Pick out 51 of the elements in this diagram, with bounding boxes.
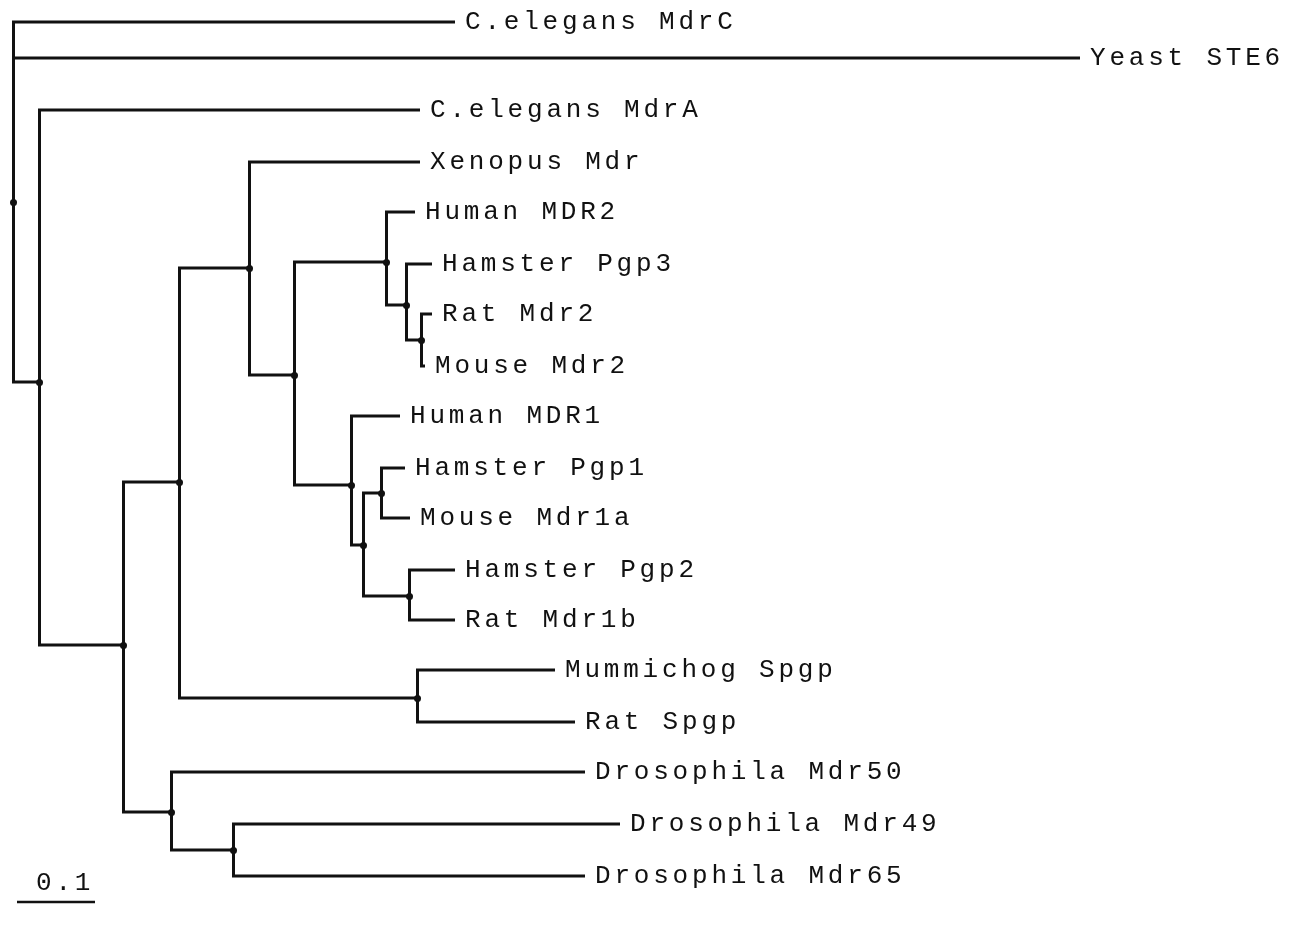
- species-label: Hamster Pgp1: [405, 452, 648, 484]
- tree-branch: [362, 491, 380, 545]
- species-label: Hamster Pgp3: [432, 248, 675, 280]
- tree-branch: [12, 56, 1080, 202]
- branch-point: [348, 481, 355, 489]
- branch-point: [406, 592, 413, 600]
- tree-branch: [170, 770, 585, 812]
- tree-branch: [293, 260, 385, 375]
- branch-point: [291, 371, 298, 379]
- species-label: Mouse Mdr1a: [410, 502, 634, 534]
- species-label: C.elegans MdrA: [420, 94, 702, 126]
- species-label: Drosophila Mdr49: [620, 808, 941, 840]
- species-label: Drosophila Mdr65: [585, 860, 906, 892]
- tree-branch: [380, 466, 405, 493]
- branch-point: [378, 489, 385, 497]
- species-label: Hamster Pgp2: [455, 554, 698, 586]
- species-label: Mummichog Spgp: [555, 654, 837, 686]
- species-label: Yeast STE6: [1080, 42, 1285, 74]
- tree-branch: [178, 266, 248, 482]
- branch-point: [176, 478, 183, 486]
- tree-branch: [405, 262, 432, 305]
- tree-branch: [416, 668, 555, 698]
- species-label: Human MDR2: [415, 196, 620, 228]
- species-label: Rat Spgp: [575, 706, 741, 738]
- branch-point: [120, 641, 127, 649]
- species-label: Mouse Mdr2: [425, 350, 630, 382]
- tree-branch: [248, 160, 420, 268]
- branch-point: [36, 378, 43, 386]
- tree-branch: [232, 822, 620, 850]
- branch-point: [414, 694, 421, 702]
- branch-point: [418, 336, 425, 344]
- species-label: C.elegans MdrC: [455, 6, 737, 38]
- branch-point: [168, 808, 175, 816]
- species-label: Rat Mdr2: [432, 298, 598, 330]
- branch-point: [360, 541, 367, 549]
- branch-point: [230, 846, 237, 854]
- species-label: Xenopus Mdr: [420, 146, 644, 178]
- branch-point: [10, 198, 17, 206]
- scale-label: 0.1: [36, 868, 95, 898]
- branch-point: [246, 264, 253, 272]
- tree-branch: [122, 480, 178, 645]
- branch-point: [383, 258, 390, 266]
- tree-branch: [38, 108, 420, 382]
- branch-point: [403, 301, 410, 309]
- tree-branch: [420, 312, 432, 340]
- species-label: Human MDR1: [400, 400, 605, 432]
- tree-branch: [385, 210, 415, 262]
- species-label: Rat Mdr1b: [455, 604, 640, 636]
- tree-branch: [350, 414, 400, 485]
- tree-branch: [408, 568, 455, 596]
- species-label: Drosophila Mdr50: [585, 756, 906, 788]
